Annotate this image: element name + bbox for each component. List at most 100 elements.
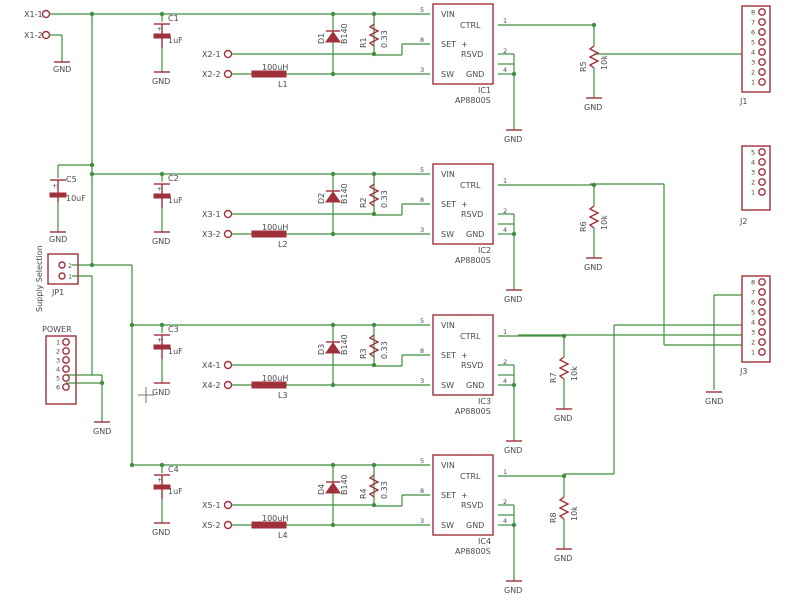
set-input-pad (223, 500, 233, 510)
gnd-label: GND (152, 237, 170, 246)
j3-pin-label: 8 (751, 279, 755, 287)
svg-text:1: 1 (503, 468, 507, 476)
ic-ref: IC4 (478, 537, 491, 546)
j1-ref: J1 (739, 97, 747, 106)
svg-text:RSVD: RSVD (461, 361, 483, 370)
power-pin-2 (62, 347, 70, 355)
resistor-value: 0.33 (380, 481, 389, 499)
inductor-value: 100uH (262, 63, 288, 72)
svg-text:CTRL: CTRL (460, 21, 481, 30)
j3-pin-5 (758, 308, 766, 316)
set-input-label: X5-1 (202, 501, 221, 510)
gnd-label: GND (584, 103, 602, 112)
j1-pin-5 (758, 38, 766, 46)
gnd-c5: GND (49, 231, 67, 244)
svg-text:8: 8 (420, 487, 424, 495)
cap-ref: C4 (168, 465, 179, 474)
svg-text:SET: SET (441, 491, 456, 500)
ic-part: AP8800S (455, 256, 491, 265)
svg-text:SET: SET (441, 351, 456, 360)
resistor-ref: R7 (549, 372, 558, 383)
j1-pin-label: 4 (751, 49, 755, 57)
x1-2-pad (41, 30, 51, 40)
j1-pin-label: 2 (751, 69, 755, 77)
j3-pin-label: 5 (751, 309, 755, 317)
svg-text:1: 1 (503, 17, 507, 25)
c5-value: 10uF (66, 194, 86, 203)
cap-ref: C2 (168, 174, 179, 183)
j3-pin-label: 6 (751, 299, 755, 307)
gnd-label: GND (554, 554, 572, 563)
set-input-label: X2-1 (202, 50, 221, 59)
jp1-caption: Supply Selection (35, 245, 44, 312)
j1-pin-label: 1 (751, 79, 755, 87)
x1-1-label: X1-1 (24, 10, 43, 19)
svg-text:+: + (157, 476, 162, 484)
gnd-label: GND (152, 528, 170, 537)
j3-ref: J3 (739, 367, 747, 376)
resistor-value: 10k (570, 506, 579, 521)
j1-pin-2 (758, 68, 766, 76)
svg-text:CTRL: CTRL (460, 181, 481, 190)
j2-pin-2 (758, 178, 766, 186)
capacitor-c5: + C5 10uF (49, 175, 86, 203)
svg-text:+: + (461, 491, 468, 500)
svg-text:VIN: VIN (441, 170, 455, 179)
j3-pin-4 (758, 318, 766, 326)
svg-text:4: 4 (503, 226, 507, 234)
j1-pin-1 (758, 78, 766, 86)
c5-ref: C5 (66, 175, 77, 184)
svg-text:GND: GND (466, 70, 484, 79)
svg-text:4: 4 (503, 517, 507, 525)
diode-value: B140 (340, 474, 349, 495)
svg-text:GND: GND (466, 230, 484, 239)
svg-text:8: 8 (420, 196, 424, 204)
sw-input-label: X4-2 (202, 381, 221, 390)
power-pin-6 (62, 383, 70, 391)
j3-pin-label: 3 (751, 329, 755, 337)
global-wiring (50, 11, 742, 475)
inductor-ref: L3 (278, 391, 288, 400)
x1-1-pad (41, 9, 51, 19)
svg-text:VIN: VIN (441, 461, 455, 470)
sw-input-pad (223, 520, 233, 530)
sw-input-pad (223, 380, 233, 390)
j3-pin-1 (758, 348, 766, 356)
power-pin-label: 4 (56, 366, 60, 374)
power-pin-5 (62, 374, 70, 382)
svg-text:4: 4 (503, 66, 507, 74)
gnd-label: GND (504, 446, 522, 455)
resistor-ref: R5 (579, 61, 588, 72)
svg-text:SET: SET (441, 40, 456, 49)
svg-text:SET: SET (441, 200, 456, 209)
resistor-ref: R3 (359, 348, 368, 359)
svg-text:2: 2 (503, 498, 507, 506)
inductor-ref: L4 (278, 531, 288, 540)
ic-ref: IC2 (478, 246, 491, 255)
gnd-j3: GND (705, 391, 723, 406)
svg-text:+: + (461, 40, 468, 49)
j2-pin-label: 3 (751, 169, 755, 177)
j3-pin-label: 4 (751, 319, 755, 327)
svg-text:+: + (157, 336, 162, 344)
svg-text:2: 2 (503, 358, 507, 366)
sw-input-pad (223, 229, 233, 239)
j1-pin-label: 7 (751, 19, 755, 27)
